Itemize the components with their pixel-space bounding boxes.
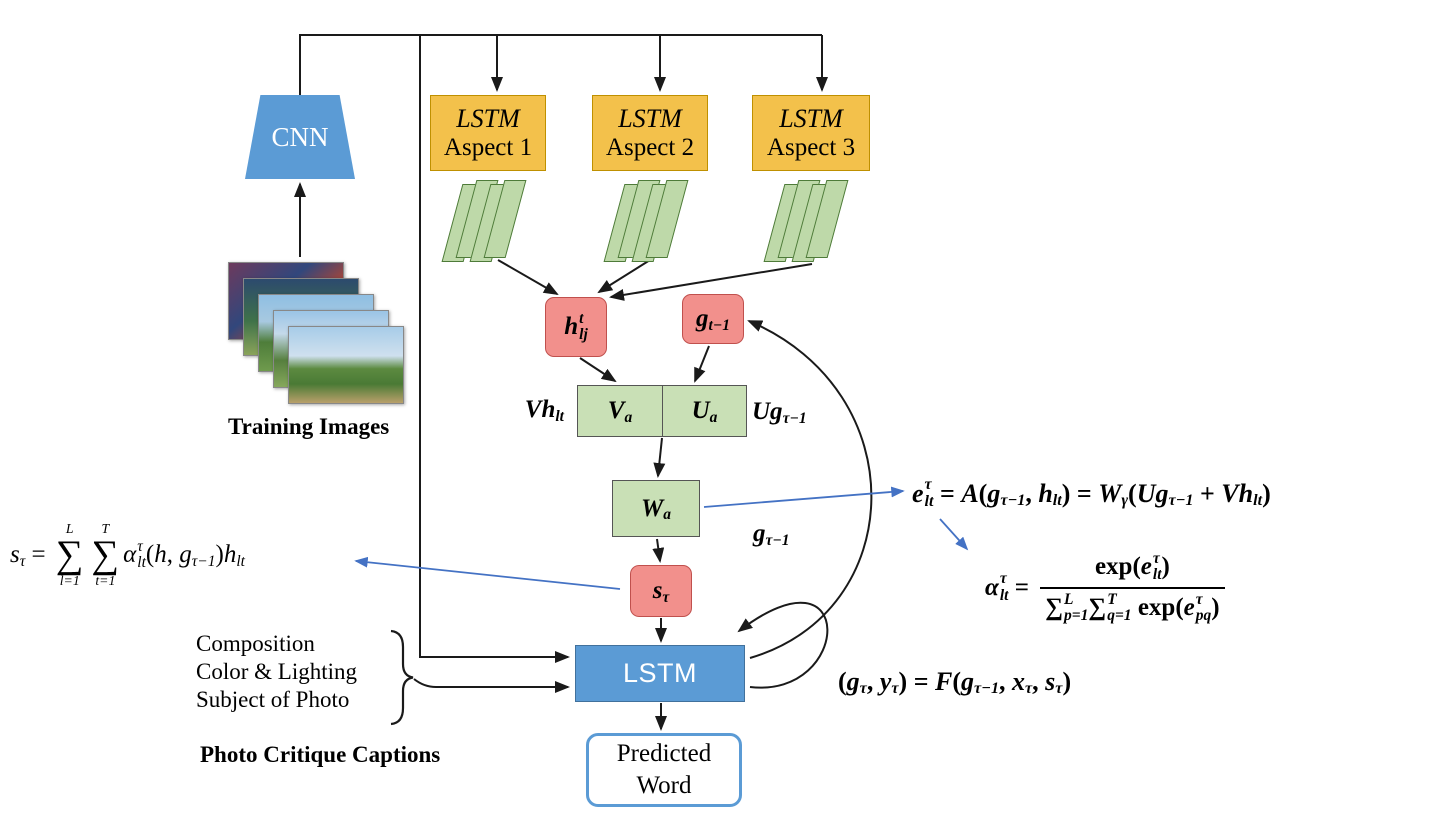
aspect-box-2: LSTM Aspect 2 — [592, 95, 708, 171]
e-to-alpha-arrow — [939, 518, 969, 551]
aspect-box-3: LSTM Aspect 3 — [752, 95, 870, 171]
captions-arrow — [413, 678, 570, 693]
stack2-to-h-arrow — [597, 259, 651, 294]
stack3-to-h-arrow — [609, 263, 813, 301]
aspect-2-subtitle: Aspect 2 — [605, 133, 695, 161]
training-photos — [228, 262, 408, 410]
training-photo-5 — [288, 326, 404, 404]
caption-brace — [390, 629, 414, 726]
cnn-node: CNN — [245, 95, 355, 179]
feature-stack-1 — [441, 180, 544, 266]
trunk-line — [299, 34, 822, 96]
lstm-node: LSTM — [575, 645, 745, 702]
aspect-1-subtitle: Aspect 1 — [443, 133, 533, 161]
wa-to-e-formula-arrow — [703, 486, 905, 508]
stack1-to-h-arrow — [497, 259, 559, 295]
training-images-label: Training Images — [228, 414, 390, 439]
predicted-line1: Predicted — [616, 740, 712, 767]
lstm-to-gprev-curve — [747, 320, 873, 659]
feature-stack-2 — [603, 180, 706, 266]
caption-line-3: Subject of Photo — [196, 687, 350, 712]
predicted-word-node: Predicted Word — [586, 733, 742, 807]
aspect-1-title: LSTM — [456, 104, 520, 134]
s-formula-arrow — [354, 556, 621, 590]
h-to-va-arrow — [579, 357, 617, 383]
lstm-self-loop — [737, 601, 829, 689]
vaua-to-wa-arrow — [653, 437, 666, 478]
captions-group: Composition Color & Lighting Subject of … — [196, 630, 357, 714]
feature-stack-3 — [763, 180, 866, 266]
aspect-3-title: LSTM — [779, 104, 843, 134]
g-to-ua-arrow — [694, 345, 710, 383]
aspect-3-subtitle: Aspect 3 — [766, 133, 856, 161]
photo-critique-label: Photo Critique Captions — [200, 742, 441, 767]
caption-line-2: Color & Lighting — [196, 659, 357, 684]
aspect-2-title: LSTM — [618, 104, 682, 134]
aspect-box-1: LSTM Aspect 1 — [430, 95, 546, 171]
wa-to-s-arrow — [652, 538, 665, 563]
lstm-label: LSTM — [622, 658, 697, 688]
predicted-line2: Word — [636, 772, 692, 799]
cnn-label: CNN — [271, 121, 329, 152]
caption-line-1: Composition — [196, 631, 315, 656]
image-feature-arrow — [419, 35, 570, 663]
